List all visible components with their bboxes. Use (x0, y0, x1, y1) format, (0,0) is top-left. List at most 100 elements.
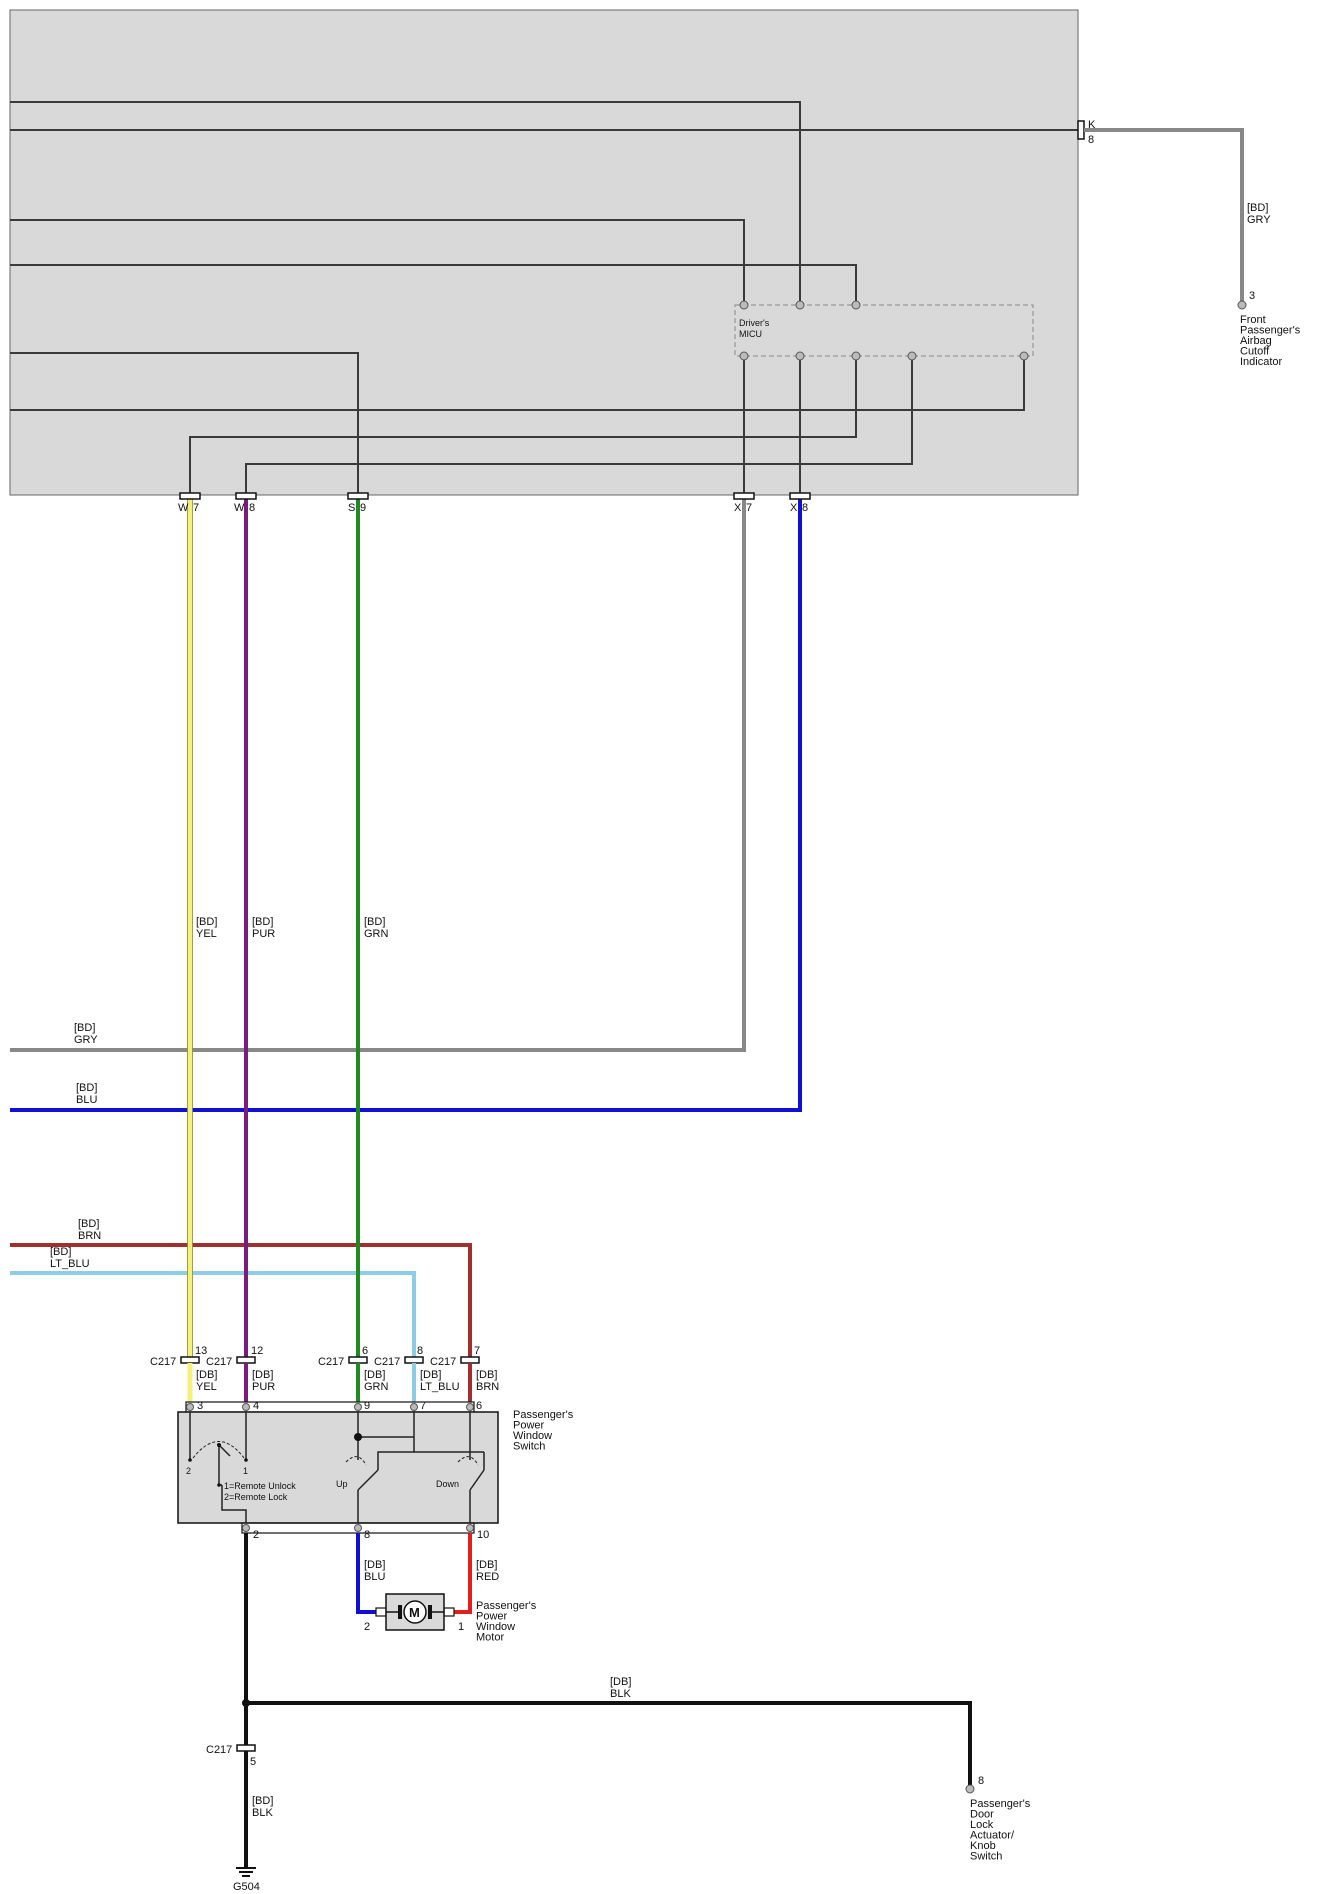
down-contact-blade (469, 1469, 485, 1491)
airbag-wire-harness: [BD] (1247, 202, 1268, 214)
up-contact-arc (345, 1456, 367, 1466)
connector-k-pin: 8 (1088, 134, 1094, 146)
label-line: Passenger's (513, 1409, 574, 1421)
label-line: Cutoff (1240, 346, 1270, 358)
switch-wire (221, 1485, 247, 1523)
motor-pin-right: 1 (458, 1621, 464, 1633)
motor-connector-left (375, 1607, 387, 1617)
micu-pin (739, 351, 749, 361)
wire-brn-harness: [BD] (78, 1218, 99, 1230)
connector-x7-pin: 7 (746, 502, 752, 514)
switch-legend-line1: 1=Remote Unlock (224, 1481, 296, 1491)
micu-pin (851, 300, 861, 310)
c217-pin-lt-blu: 8 (417, 1345, 423, 1357)
wire-db-red (452, 1533, 472, 1614)
window-switch-pins (186, 1403, 474, 1532)
door-lock-pin (965, 1784, 975, 1794)
connector-x8-letter: X (790, 502, 798, 514)
c217-label: C217 (318, 1356, 344, 1368)
connector-x8-pin: 8 (802, 502, 808, 514)
c217-ground-connector (236, 1744, 256, 1752)
label-line: Power (513, 1420, 545, 1432)
switch-pin (186, 1403, 194, 1411)
lock-contact-dot (217, 1483, 221, 1487)
wire-grn-harness: [BD] (364, 916, 385, 928)
label-line: Motor (476, 1632, 504, 1644)
micu-box (734, 304, 1034, 357)
wire-db-grn-harness: [DB] (364, 1369, 385, 1381)
panel-connectors (179, 492, 811, 500)
lock-contact-arc (192, 1441, 245, 1459)
c217-ground-label: C217 (206, 1744, 232, 1756)
switch-pin-ground: 2 (253, 1529, 259, 1541)
wire-db-lt-blu-color: LT_BLU (420, 1381, 460, 1393)
c217-pin-grn: 6 (362, 1345, 368, 1357)
door-lock-pin-number: 8 (978, 1775, 984, 1787)
wire-db-blu (356, 1533, 378, 1614)
internal-wire (10, 352, 359, 495)
airbag-indicator-label: Front Passenger's Airbag Cutoff Indicato… (1240, 314, 1303, 368)
wire-db-blu-harness: [DB] (364, 1559, 385, 1571)
ground-label: G504 (233, 1881, 260, 1893)
c217-connector (348, 1356, 368, 1364)
internal-wire (10, 264, 857, 305)
window-motor-label: Passenger's Power Window Motor (476, 1600, 539, 1644)
wire-db-grn-color: GRN (364, 1381, 389, 1393)
internal-wire (10, 101, 801, 305)
micu-pin (739, 300, 749, 310)
wire-lt-blu-color: LT_BLU (50, 1258, 90, 1270)
switch-pin-grn: 9 (364, 1400, 370, 1412)
wire-airbag-gry (1084, 128, 1244, 305)
wire-lt-blu (10, 1271, 416, 1360)
wire-grn-color: GRN (364, 928, 389, 940)
micu-pin (795, 351, 805, 361)
motor-symbol: M (409, 1605, 420, 1620)
label-line: Airbag (1240, 335, 1272, 347)
micu-name-line1: Driver's (739, 318, 770, 328)
label-line: Front (1240, 314, 1266, 326)
wire-db-red-color: RED (476, 1571, 499, 1583)
lock-contact-label-a: 2 (186, 1466, 191, 1476)
wire-bd-blk-color: BLK (252, 1807, 273, 1819)
micu-pin (907, 351, 917, 361)
label-line: Actuator/ (970, 1830, 1015, 1842)
c217-label: C217 (374, 1356, 400, 1368)
lock-contact-blade (218, 1444, 231, 1457)
wire-brn-color: BRN (78, 1230, 101, 1242)
switch-pin-blu: 8 (364, 1529, 370, 1541)
motor-connector-right (443, 1607, 455, 1617)
label-line: Knob (970, 1840, 996, 1852)
label-line: Power (476, 1611, 508, 1623)
ground-symbol-icon (236, 1867, 256, 1877)
connector-k-letter: K (1088, 119, 1096, 131)
motor-pin-left: 2 (364, 1621, 370, 1633)
c217-pin-yel: 13 (195, 1345, 207, 1357)
micu-pin (795, 300, 805, 310)
c217-label: C217 (430, 1356, 456, 1368)
label-line: Passenger's (1240, 325, 1301, 337)
switch-pin-brn: 6 (476, 1400, 482, 1412)
switch-pin-pur: 4 (253, 1400, 259, 1412)
c217-connector (460, 1356, 480, 1364)
connector-w7-letter: W (178, 502, 189, 514)
label-line: Door (970, 1809, 994, 1821)
internal-wire (189, 356, 857, 495)
wire-bd-blk-harness: [BD] (252, 1795, 273, 1807)
connector-x8 (789, 492, 811, 500)
wire-brn (10, 1243, 472, 1360)
connector-w8-pin: 8 (249, 502, 255, 514)
wire-db-blu-color: BLU (364, 1571, 385, 1583)
wire-db-lt-blu-harness: [DB] (420, 1369, 441, 1381)
label-line: Passenger's (970, 1798, 1031, 1810)
switch-pin (354, 1403, 362, 1411)
wire-blu-harness: [BD] (76, 1082, 97, 1094)
airbag-wire-color: GRY (1247, 214, 1271, 226)
wire-yel-harness: [BD] (196, 916, 217, 928)
window-switch-connector-top (185, 1401, 475, 1413)
internal-wire (245, 356, 913, 495)
wire-blu-color: BLU (76, 1094, 97, 1106)
switch-pin (354, 1524, 362, 1532)
label-line: Switch (970, 1851, 1002, 1863)
label-line: Indicator (1240, 356, 1283, 368)
motor-brush (398, 1605, 402, 1619)
